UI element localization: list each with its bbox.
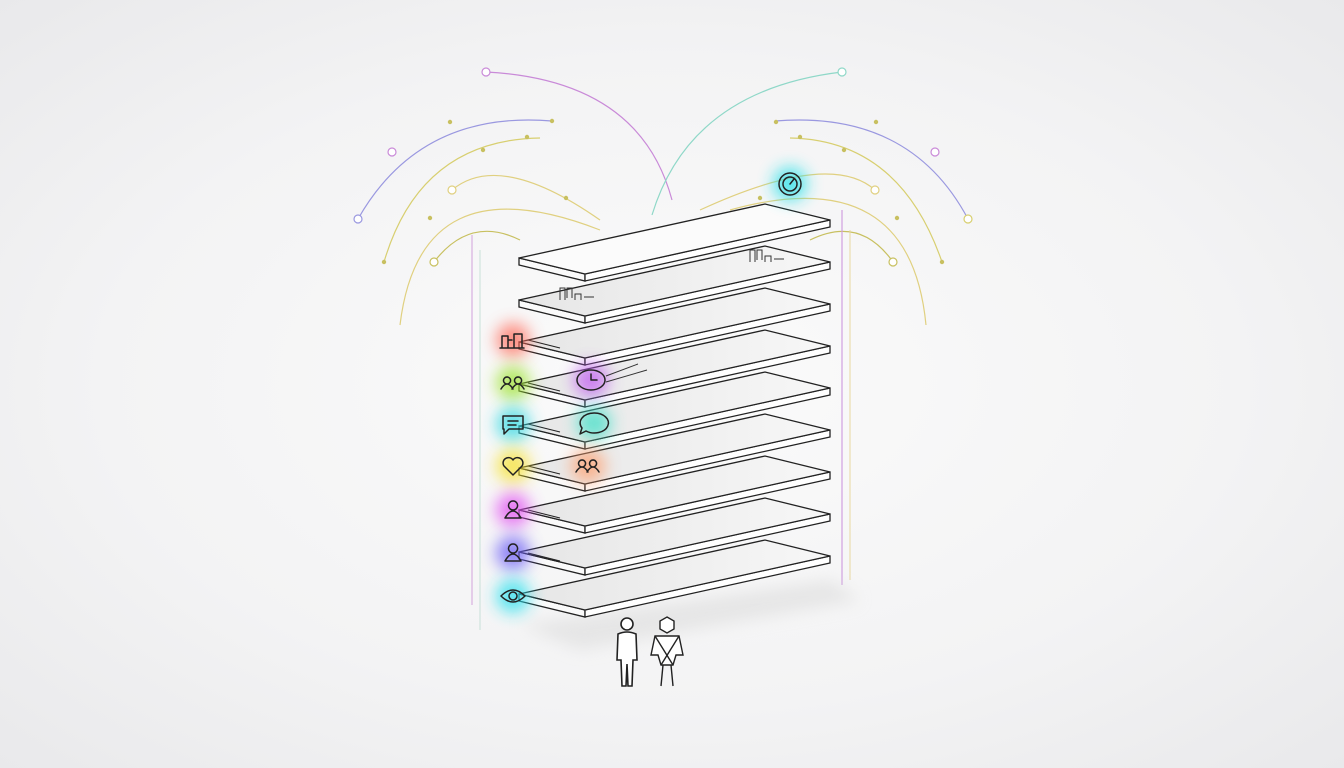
person-icon	[496, 536, 530, 570]
chat-bubble-icon	[577, 406, 611, 440]
connector-line	[527, 382, 561, 392]
arc-dot	[480, 147, 486, 153]
stack-shadow	[520, 580, 860, 650]
heart-icon	[496, 449, 530, 483]
connection-arc	[399, 208, 601, 326]
person-icon	[496, 493, 530, 527]
arc-dot	[524, 134, 530, 140]
layer-icons	[496, 167, 807, 613]
city-sketch-icon	[749, 249, 784, 262]
arc-node	[930, 147, 940, 157]
layer-slab	[518, 455, 831, 534]
city-sketch-icon	[559, 287, 594, 300]
connector-line	[527, 465, 561, 475]
layer-slab	[518, 497, 831, 576]
connection-arc	[699, 173, 876, 211]
people-icon	[496, 366, 530, 400]
connection-arc	[809, 230, 894, 263]
connector-line	[527, 339, 561, 349]
arc-dot	[841, 147, 847, 153]
arc-dot	[894, 215, 900, 221]
figures	[616, 616, 684, 687]
connection-arc	[651, 71, 843, 216]
human-figure	[616, 617, 638, 687]
layer-slab	[518, 287, 831, 366]
arc-dot	[427, 215, 433, 221]
arc-dot	[797, 134, 803, 140]
connection-arc	[383, 137, 541, 263]
eye-icon	[496, 579, 530, 613]
arc-node	[429, 257, 439, 267]
chat-icon	[496, 407, 530, 441]
layer-slab	[518, 245, 831, 324]
buildings-icon	[496, 323, 530, 357]
connection-arc	[357, 119, 553, 220]
layer-stack	[518, 203, 831, 618]
arc-dot	[549, 118, 555, 124]
gauge-icon	[773, 167, 807, 201]
connection-arc	[485, 71, 673, 201]
arc-dot	[939, 259, 945, 265]
connection-arc	[729, 197, 927, 326]
connector-line	[527, 552, 561, 562]
arc-node	[353, 214, 363, 224]
connection-arc	[789, 137, 943, 263]
layer-slab	[518, 203, 831, 282]
people-icon	[571, 449, 605, 483]
arc-dot	[447, 119, 453, 125]
connection-arc	[774, 119, 969, 220]
arc-dot	[381, 259, 387, 265]
arc-dot	[563, 195, 569, 201]
connector-line	[527, 595, 561, 605]
arc-node	[870, 185, 880, 195]
connector-line	[605, 363, 648, 383]
arc-node	[387, 147, 397, 157]
arc-node	[481, 67, 491, 77]
connector-line	[527, 423, 561, 433]
clock-icon	[574, 363, 608, 397]
arc-node	[447, 185, 457, 195]
arc-dot	[873, 119, 879, 125]
connection-arcs	[353, 67, 973, 326]
vertical-lines	[471, 210, 851, 630]
arc-node	[963, 214, 973, 224]
arc-node	[888, 257, 898, 267]
layer-slab	[518, 539, 831, 618]
connector-line	[527, 509, 561, 519]
connection-arc	[451, 174, 601, 221]
connection-arc	[433, 230, 521, 263]
robot-figure	[650, 616, 684, 687]
arc-node	[837, 67, 847, 77]
arc-dot	[757, 195, 763, 201]
arc-dot	[773, 119, 779, 125]
